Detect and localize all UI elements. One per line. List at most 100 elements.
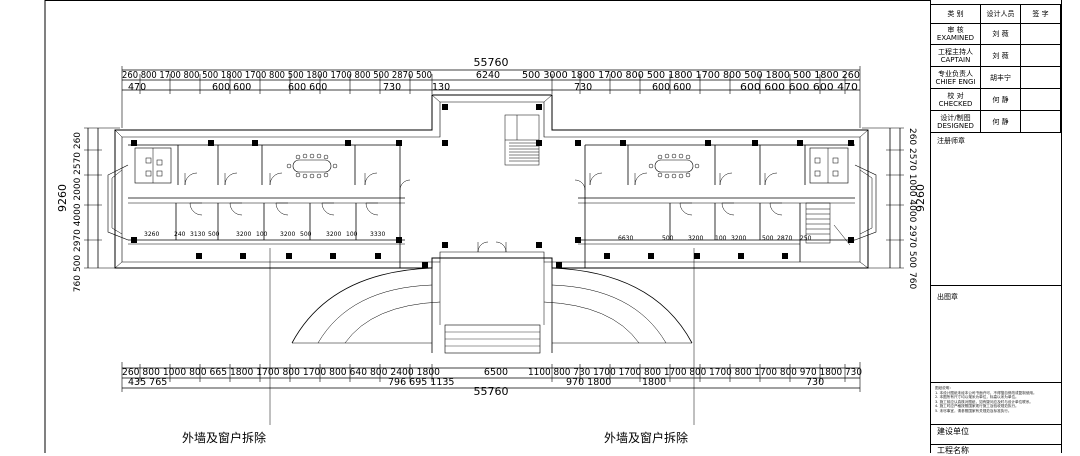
left-dims-vertical2: 760 bbox=[73, 275, 83, 292]
drawing-seal-label: 出图章 bbox=[937, 293, 958, 301]
note-line: 5. 未尽事宜，请参照国家有关规范及标准执行。 bbox=[935, 408, 1012, 413]
room-dim: 3200 bbox=[326, 231, 341, 238]
bottom-dims-row2-left: 435 765 bbox=[128, 377, 167, 388]
ramp-arc-right bbox=[551, 267, 693, 344]
top-dims-row2-a: 600 600 bbox=[212, 82, 251, 93]
title-block-edge-strip bbox=[1061, 0, 1080, 453]
right-dims-vertical: 260 2570 1000 4000 2970 500 bbox=[907, 128, 917, 268]
building-outline bbox=[114, 94, 869, 269]
room-dim: 6630 bbox=[618, 235, 633, 242]
callout-left: 外墙及窗户拆除 bbox=[182, 430, 266, 445]
notes-divider bbox=[931, 382, 1061, 383]
row-signature bbox=[1021, 89, 1061, 110]
row-label-cn: 审 核 bbox=[947, 25, 964, 34]
room-dim: 100 bbox=[256, 231, 268, 238]
client-label: 建设单位 bbox=[937, 427, 969, 436]
bottom-dims-row1-right: 1100 800 730 1700 1700 800 1700 800 1700… bbox=[528, 367, 862, 378]
structural-columns bbox=[131, 104, 854, 268]
room-dim: 100 bbox=[715, 235, 727, 242]
row-label-cn: 专业负责人 bbox=[938, 69, 973, 78]
room-dim: 500 bbox=[762, 235, 774, 242]
top-dims-row1-right: 500 3000 1800 1700 800 500 1800 1700 800… bbox=[522, 70, 860, 81]
top-dims-row2-left: 470 bbox=[128, 82, 146, 93]
left-dims-vertical: 500 2970 4000 2000 2570 260 bbox=[73, 132, 83, 272]
bottom-dims-row2-mid-a: 796 695 1135 bbox=[388, 377, 454, 388]
row-signature bbox=[1021, 23, 1061, 44]
room-dim: 3200 bbox=[236, 231, 251, 238]
note-line: 2. 本图所有尺寸均以毫米为单位，标高以米为单位。 bbox=[935, 395, 1019, 400]
room-dim: 3200 bbox=[688, 235, 703, 242]
bottom-dims-row1-left: 260 800 1000 800 665 1800 1700 800 1700 … bbox=[122, 367, 440, 378]
overall-width-top: 55760 bbox=[474, 56, 509, 69]
seal-divider bbox=[931, 285, 1061, 286]
title-block-header: 类 别 设计人员 签 字 bbox=[931, 4, 1061, 24]
room-dim: 3260 bbox=[144, 231, 159, 238]
header-designer: 设计人员 bbox=[981, 5, 1021, 23]
room-dim: 3200 bbox=[280, 231, 295, 238]
bottom-dims-row2-mid-b: 970 1800 bbox=[566, 377, 611, 388]
project-divider bbox=[931, 444, 1061, 445]
callout-right: 外墙及窗户拆除 bbox=[604, 430, 688, 445]
client-divider bbox=[931, 424, 1061, 425]
stair-east bbox=[805, 202, 851, 246]
row-name: 何 静 bbox=[981, 111, 1021, 132]
floor-plan-drawing: 55760 55760 260 800 1700 800 500 1800 17… bbox=[44, 0, 930, 453]
top-dims-row2-f: 600 600 bbox=[652, 82, 691, 93]
overall-height-left: 9260 bbox=[56, 184, 69, 212]
row-label-en: DESIGNED bbox=[937, 121, 974, 130]
row-label-cn: 校 对 bbox=[947, 91, 964, 100]
header-signature: 签 字 bbox=[1021, 5, 1061, 23]
meeting-table-right bbox=[654, 159, 694, 173]
row-signature bbox=[1021, 111, 1061, 132]
header-category: 类 别 bbox=[931, 5, 981, 23]
room-dim: 3330 bbox=[370, 231, 385, 238]
room-dim: 500 bbox=[300, 231, 312, 238]
overall-width-bottom: 55760 bbox=[474, 385, 509, 398]
row-label-en: CHECKED bbox=[938, 99, 973, 108]
row-signature bbox=[1021, 67, 1061, 88]
notes-title: 图纸说明： bbox=[935, 386, 953, 390]
registered-seal-label: 注册师章 bbox=[937, 137, 965, 145]
room-dim: 3200 bbox=[731, 235, 746, 242]
room-dim: 500 bbox=[662, 235, 674, 242]
room-dim: 2870 bbox=[777, 235, 792, 242]
row-signature bbox=[1021, 45, 1061, 66]
row-name: 何 静 bbox=[981, 89, 1021, 110]
top-dims-row2-g: 600 600 600 600 470 bbox=[740, 82, 858, 93]
room-dim: 100 bbox=[346, 231, 358, 238]
row-label-en: CHIEF ENGI bbox=[935, 77, 976, 86]
row-label-cn: 工程主持人 bbox=[938, 47, 973, 56]
row-label-en: CAPTAIN bbox=[940, 55, 971, 64]
stair-north bbox=[504, 114, 540, 166]
bottom-dims-row2-mid-c: 1800 bbox=[642, 377, 666, 388]
bottom-dims-row1-mid: 6500 bbox=[484, 367, 508, 378]
top-dims-row1-left: 260 800 1700 800 500 1800 1700 800 500 1… bbox=[122, 70, 432, 81]
note-line: 4. 施工时应严格按照国家现行施工及验收规范执行。 bbox=[935, 404, 1019, 409]
right-dims-vertical2: 760 bbox=[907, 272, 917, 289]
row-label-en: EXAMINED bbox=[936, 33, 975, 42]
row-name: 刘 薇 bbox=[981, 45, 1021, 66]
room-dim: 500 bbox=[208, 231, 220, 238]
top-dims-row1-mid: 6240 bbox=[476, 70, 500, 81]
row-name: 胡丰宁 bbox=[981, 67, 1021, 88]
overall-height-right: 9260 bbox=[914, 184, 927, 212]
top-dims-row2-c: 730 bbox=[383, 82, 401, 93]
top-dims-row2-d: 130 bbox=[432, 82, 450, 93]
meeting-table-left bbox=[292, 159, 332, 173]
top-dims-row2-e: 730 bbox=[574, 82, 592, 93]
note-line: 3. 施工前应认真核对图纸，如有疑问应及时与设计单位联系。 bbox=[935, 399, 1034, 404]
notes-block: 图纸说明： 1. 本设计图纸未经本公司书面许可，不得擅自修改或复制使用。 2. … bbox=[935, 386, 1057, 414]
row-name: 刘 薇 bbox=[981, 23, 1021, 44]
room-dim: 3130 bbox=[190, 231, 205, 238]
row-label-cn: 设计/制图 bbox=[940, 113, 971, 122]
note-line: 1. 本设计图纸未经本公司书面许可，不得擅自修改或复制使用。 bbox=[935, 390, 1037, 395]
room-dim: 240 bbox=[174, 231, 186, 238]
ramp-arc-left bbox=[291, 267, 433, 344]
project-label: 工程名称 bbox=[937, 446, 969, 455]
room-dim: 250 bbox=[800, 235, 812, 242]
